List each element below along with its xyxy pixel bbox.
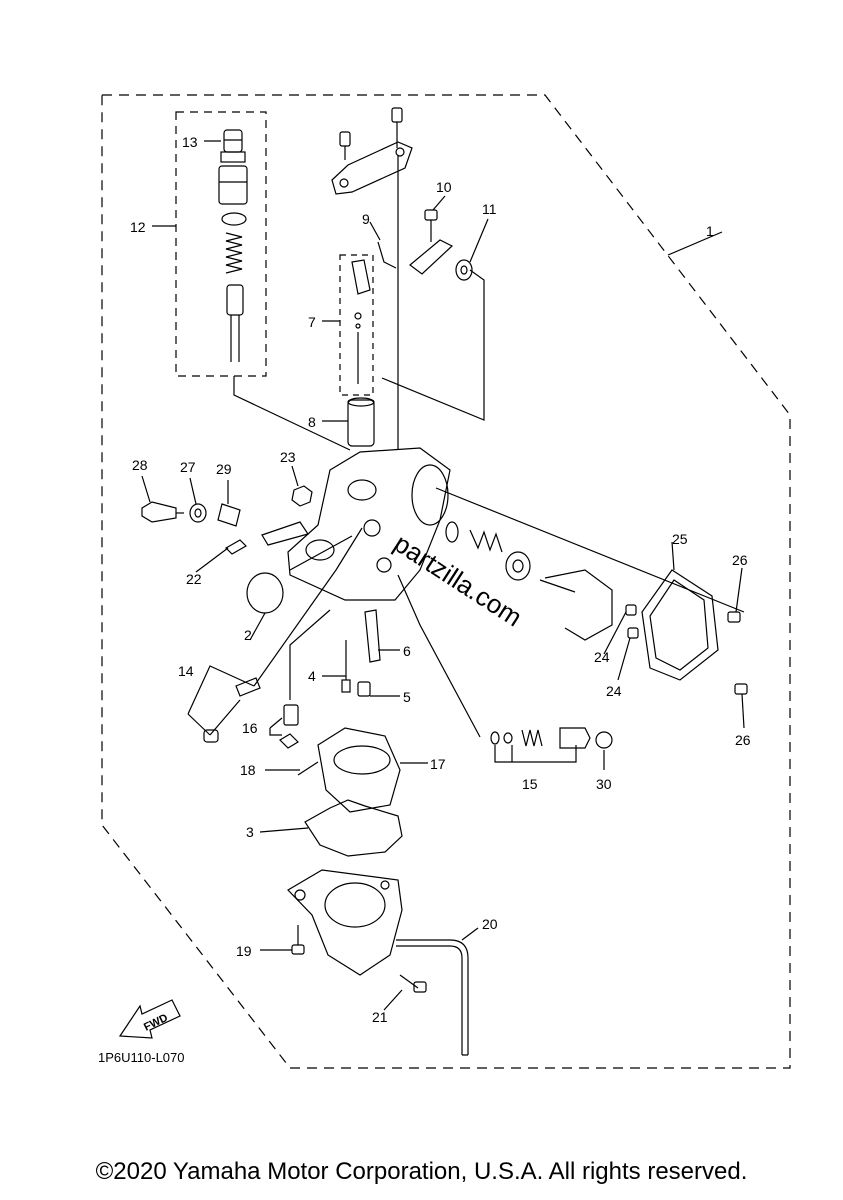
callout-27: 27 [180,459,196,475]
callout-2: 2 [244,627,252,643]
watermark: partzilla.com [389,528,528,633]
leader-lines [141,140,745,1011]
part-16-float-needle [279,704,299,749]
callout-24b: 24 [606,683,622,699]
part-8-throttle-valve [347,397,375,447]
fwd-arrow-icon [118,999,181,1039]
callout-16: 16 [242,720,258,736]
callout-28: 28 [132,457,148,473]
callout-13: 13 [182,134,198,150]
callout-19: 19 [236,943,252,959]
part-2-o-ring [246,572,284,614]
part-21-drain-screw [399,974,427,993]
part-23-nut [291,485,313,507]
fwd-label: FWD [142,1012,170,1034]
callout-7: 7 [308,314,316,330]
callout-3: 3 [246,824,254,840]
part-22-screw [225,539,247,555]
callout-10: 10 [436,179,452,195]
callout-15: 15 [522,776,538,792]
callout-12: 12 [130,219,146,235]
callout-24a: 24 [594,649,610,665]
callout-labels: 1 2 3 4 5 6 7 8 9 10 11 12 13 14 15 16 1… [130,134,751,1025]
part-20-drain-hose [396,939,469,1056]
vacuum-piston-assembly [445,521,639,641]
callout-20: 20 [482,916,498,932]
part-10-11-throttle-lever [409,209,473,281]
callout-26b: 26 [735,732,751,748]
diagram-code: 1P6U110-L070 [98,1050,185,1065]
part-25-cover [641,569,719,681]
float-bowl [287,869,403,976]
callout-18: 18 [240,762,256,778]
part-26-screws [727,611,748,695]
callout-5: 5 [403,689,411,705]
callout-14: 14 [178,663,194,679]
callout-23: 23 [280,449,296,465]
part-3-gasket [304,799,403,857]
part-13-cap [220,129,246,163]
subassembly-box-12 [175,111,267,377]
callout-22: 22 [186,571,202,587]
callout-21: 21 [372,1009,388,1025]
callout-9: 9 [362,211,370,227]
part-9-clip [377,241,397,269]
top-plate-bracket [331,107,413,195]
copyright-notice: ©2020 Yamaha Motor Corporation, U.S.A. A… [95,1158,748,1185]
subassembly-box-7 [339,254,374,396]
part-19-screw [291,925,305,955]
part-12-starter-plunger [218,165,248,362]
part-25-cover-inner [649,579,709,671]
callout-8: 8 [308,414,316,430]
callout-4: 4 [308,668,316,684]
assembly-boundary [101,94,791,1069]
part-18-pin [297,761,319,776]
carburetor-body [261,447,451,601]
callout-29: 29 [216,461,232,477]
callout-17: 17 [430,756,446,772]
part-27-28-29-screw-set [141,501,241,527]
callout-26a: 26 [732,552,748,568]
part-4-5-6-jets [341,609,381,697]
callout-25: 25 [672,531,688,547]
callout-1: 1 [706,223,714,239]
callout-6: 6 [403,643,411,659]
callout-30: 30 [596,776,612,792]
part-7-jet-needle [351,259,371,384]
part-15-screw-kit [490,727,613,749]
part-14-pilot-screw [203,677,261,743]
part-17-float [317,727,401,813]
callout-11: 11 [482,201,497,217]
